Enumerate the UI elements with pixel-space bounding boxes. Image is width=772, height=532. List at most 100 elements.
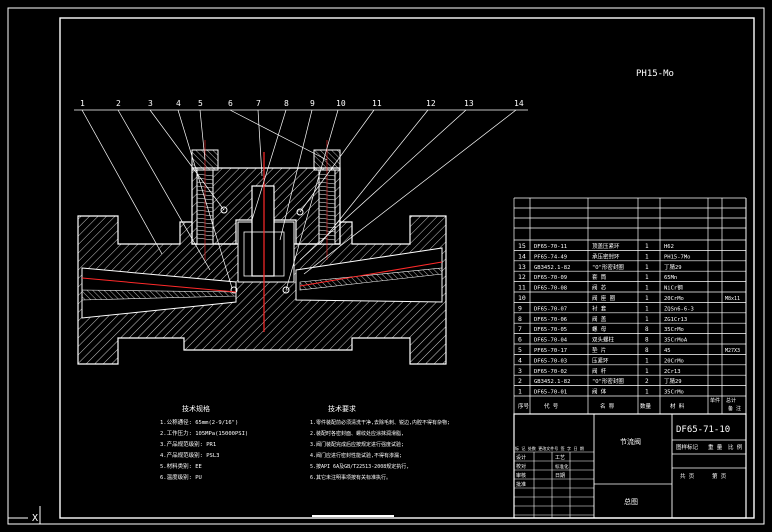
bom-no: 8 bbox=[518, 315, 522, 323]
bom-name: 顶盖压紧环 bbox=[592, 242, 620, 250]
bom-code: DF65-70-11 bbox=[534, 244, 567, 250]
tech-spec-line: 5.材料类别: EE bbox=[160, 462, 202, 470]
bom-header-total: 总计 bbox=[726, 397, 736, 404]
bom-header-no: 序号 bbox=[518, 402, 530, 410]
bom-header-code: 代 号 bbox=[544, 402, 559, 410]
bom-name: 阀 杆 bbox=[592, 367, 607, 375]
standard-label: 标准化 bbox=[555, 463, 569, 470]
product-name: 节流阀 bbox=[620, 437, 641, 446]
date-label: 日期 bbox=[555, 473, 565, 479]
company-label: 总图 bbox=[624, 497, 638, 506]
tech-requirement-line: 5.按API 6A及GB/T22513-2008规定执行, bbox=[310, 463, 409, 470]
balloon-3: 3 bbox=[148, 99, 153, 108]
tech-requirements-title: 技术要求 bbox=[328, 404, 356, 413]
bom-code: DF65-70-02 bbox=[534, 369, 567, 375]
tech-requirement-line: 2.装配时各密封面、螺纹处应涂抹润滑脂, bbox=[310, 430, 404, 437]
bom-no: 11 bbox=[518, 284, 526, 292]
bom-material: 2Cr13 bbox=[664, 369, 681, 375]
balloon-8: 8 bbox=[284, 99, 289, 108]
bom-material: 45 bbox=[664, 348, 671, 354]
leader-2 bbox=[117, 109, 211, 271]
leader-7 bbox=[257, 109, 263, 177]
bom-name: 承压密封环 bbox=[592, 252, 620, 260]
leader-8 bbox=[251, 109, 287, 221]
bom-qty: 1 bbox=[645, 253, 649, 260]
bom-name: 套 筒 bbox=[592, 273, 607, 281]
signoff-role: 设计 bbox=[516, 454, 526, 461]
leader-9 bbox=[279, 109, 313, 241]
leader-11 bbox=[299, 109, 375, 213]
balloon-6: 6 bbox=[228, 99, 233, 108]
bom-header-weight: 单件 bbox=[710, 397, 720, 404]
valve-body-hatched bbox=[77, 215, 447, 365]
balloon-7: 7 bbox=[256, 99, 261, 108]
bom-code: PF65-74-49 bbox=[534, 254, 567, 260]
bom-material: ZG1Cr13 bbox=[664, 317, 687, 323]
leader-1 bbox=[81, 109, 163, 255]
bom-name: 压紧环 bbox=[592, 356, 609, 364]
material-note: PH15-Mo bbox=[636, 69, 674, 79]
bom-no: 6 bbox=[518, 336, 522, 344]
tech-spec-line: 1.公称通径: 65mm(2-9/16") bbox=[160, 418, 238, 426]
bom-code: DF65-70-03 bbox=[534, 358, 567, 364]
bom-qty: 1 bbox=[645, 295, 649, 302]
bom-note: M8x11 bbox=[725, 296, 740, 302]
bom-no: 3 bbox=[518, 367, 522, 375]
bom-note: M27X3 bbox=[725, 348, 740, 354]
bom-header-name: 名 称 bbox=[600, 402, 615, 410]
balloon-9: 9 bbox=[310, 99, 315, 108]
bom-qty: 1 bbox=[645, 368, 649, 375]
bom-qty: 1 bbox=[645, 285, 649, 292]
bom-qty: 8 bbox=[645, 347, 649, 354]
balloon-10: 10 bbox=[336, 99, 346, 108]
signoff-role: 批准 bbox=[516, 481, 526, 488]
bom-code: DF65-70-08 bbox=[534, 286, 567, 292]
bom-code: DF65-70-06 bbox=[534, 317, 567, 323]
bom-code: DF65-70-04 bbox=[534, 338, 568, 344]
bom-header-material: 材 料 bbox=[670, 402, 685, 410]
bom-code: DF65-70-09 bbox=[534, 275, 567, 281]
bom-code: GB3452.1-82 bbox=[534, 379, 570, 385]
bom-material: 35CrMo bbox=[664, 327, 684, 333]
bom-name: 阀 体 bbox=[592, 388, 607, 396]
tech-requirement-line: 1.零件装配前必须清洗干净,去除毛刺、锐边,内腔不得有杂物; bbox=[310, 419, 450, 426]
bom-material: 65Mn bbox=[664, 275, 677, 281]
weight-label: 重 量 bbox=[708, 443, 723, 451]
o-ring-marker-4 bbox=[282, 286, 290, 294]
bom-qty: 8 bbox=[645, 337, 649, 344]
sheet-label: 共 页 bbox=[680, 472, 695, 480]
outer-border bbox=[7, 7, 765, 525]
bom-no: 10 bbox=[518, 294, 526, 302]
outlet-band bbox=[299, 267, 443, 291]
bom-qty: 1 bbox=[645, 316, 649, 323]
bom-no: 9 bbox=[518, 304, 522, 312]
bom-no: 2 bbox=[518, 377, 522, 385]
bom-name: 衬 套 bbox=[592, 304, 607, 312]
balloon-4: 4 bbox=[176, 99, 181, 108]
bom-qty: 8 bbox=[645, 326, 649, 333]
bom-no: 7 bbox=[518, 325, 522, 333]
o-ring-marker-2 bbox=[296, 208, 304, 216]
bom-qty: 1 bbox=[645, 389, 649, 396]
bom-code: DF65-70-01 bbox=[534, 390, 567, 396]
tech-spec-line: 4.产品规范级别: PSL3 bbox=[160, 451, 220, 459]
balloon-13: 13 bbox=[464, 99, 474, 108]
ucs-x-label: X bbox=[32, 513, 38, 524]
bom-header-note: 备 注 bbox=[728, 405, 741, 412]
balloon-11: 11 bbox=[372, 99, 382, 108]
bom-name: 螺 母 bbox=[592, 325, 607, 333]
bom-code: DF65-70-07 bbox=[534, 306, 567, 312]
tech-spec-line: 2.工作压力: 105MPa(15000PSI) bbox=[160, 429, 248, 437]
signoff-role: 校对 bbox=[516, 463, 526, 470]
title-block-frame bbox=[513, 413, 747, 519]
balloon-12: 12 bbox=[426, 99, 436, 108]
bom-material: NiCr钢 bbox=[664, 284, 683, 292]
balloon-14: 14 bbox=[514, 99, 524, 108]
leader-5 bbox=[199, 109, 206, 161]
leader-3 bbox=[149, 109, 225, 211]
bom-name: 阀 座 圈 bbox=[592, 294, 616, 302]
